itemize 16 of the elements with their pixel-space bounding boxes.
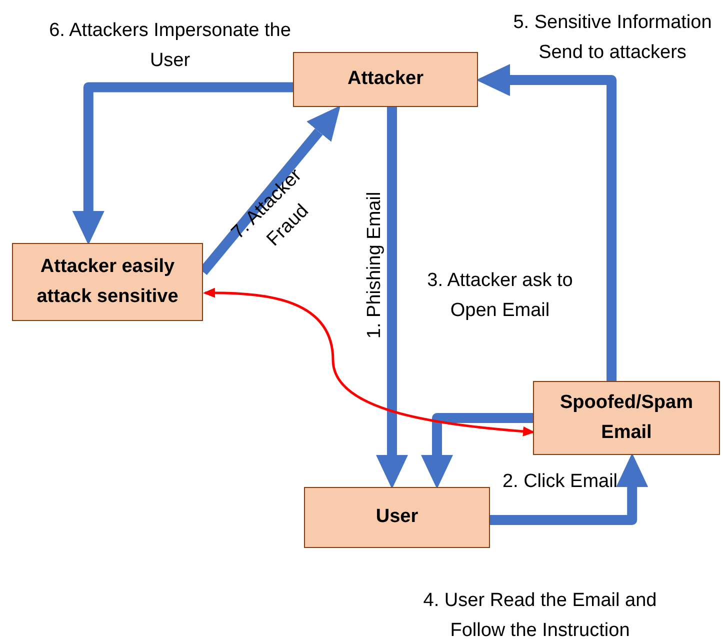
process-box: User: [304, 487, 490, 548]
thick-arrow: [490, 453, 648, 525]
process-box: Attacker easily attack sensitive: [12, 243, 203, 321]
process-box: Attacker: [293, 52, 478, 107]
note-text: 3. Attacker ask to Open Email: [426, 269, 574, 324]
edge-label: 1. Phishing Email: [362, 190, 386, 341]
thick-arrow: [376, 107, 408, 489]
curved-arrow: [203, 288, 535, 436]
process-box: Spoofed/Spam Email: [533, 381, 720, 455]
thick-arrow: [421, 413, 533, 489]
thick-arrow: [476, 64, 617, 381]
edge-label: 6. Attackers Impersonate the User: [48, 19, 292, 74]
edge-label: 5. Sensitive Information Send to attackers: [512, 11, 713, 66]
thick-arrow: [72, 82, 293, 245]
edge-label: 2. Click Email: [501, 470, 619, 494]
note-text: 4. User Read the Email and Follow the Instruction: [422, 589, 658, 639]
